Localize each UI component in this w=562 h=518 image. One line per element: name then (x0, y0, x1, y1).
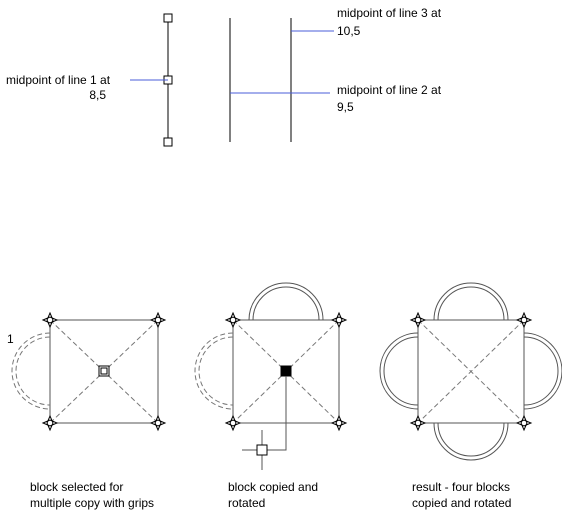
arc-left-inner-2 (198, 336, 234, 406)
arc-bottom-outer-3 (433, 422, 509, 461)
panel-middle: block copied and rotated (194, 282, 348, 510)
label-line3-b: 10,5 (337, 24, 361, 38)
corner-grip-bl-3[interactable] (409, 414, 427, 432)
caption-left-a: block selected for (30, 480, 123, 494)
corner-grip-tr-3[interactable] (515, 311, 533, 329)
arc-top-inner-2 (252, 286, 320, 321)
arc-left-inner (15, 336, 51, 406)
marker-1: 1 (7, 332, 14, 346)
caption-right-b: copied and rotated (412, 496, 511, 510)
block-square-3 (417, 319, 525, 424)
line-1-group: midpoint of line 1 at 8,5 (6, 13, 173, 147)
arc-top-outer-2 (248, 282, 324, 321)
corner-grip-bl-2[interactable] (224, 414, 242, 432)
corner-grip-tl-2[interactable] (224, 311, 242, 329)
arc-top-inner-3 (437, 286, 505, 321)
arc-right-outer-3 (523, 332, 562, 410)
corner-grip-br[interactable] (149, 414, 167, 432)
arc-top-outer-3 (433, 282, 509, 321)
corner-grip-br-2[interactable] (330, 414, 348, 432)
caption-middle-b: rotated (228, 496, 265, 510)
corner-grip-bl[interactable] (41, 414, 59, 432)
corner-grip-tr[interactable] (149, 311, 167, 329)
caption-right-a: result - four blocks (412, 480, 510, 494)
panel-right: result - four blocks copied and rotated (379, 282, 562, 510)
corner-grip-tr-2[interactable] (330, 311, 348, 329)
corner-grip-tl[interactable] (41, 311, 59, 329)
grip-bottom[interactable] (163, 137, 173, 147)
arc-left-outer (11, 332, 51, 410)
rubber-band-line (262, 376, 287, 451)
caption-middle-a: block copied and (228, 480, 318, 494)
block-square (49, 319, 159, 424)
caption-left-b: multiple copy with grips (30, 496, 154, 510)
label-line3-a: midpoint of line 3 at (337, 6, 442, 20)
arc-left-outer-2 (194, 332, 234, 410)
arc-right-inner-3 (523, 336, 559, 406)
label-line2-a: midpoint of line 2 at (337, 83, 442, 97)
center-grip-selected[interactable] (280, 365, 292, 377)
diagonal-f (417, 319, 525, 424)
label-line1-b: 8,5 (89, 88, 106, 102)
center-grip-inner (100, 367, 108, 375)
label-line1-a: midpoint of line 1 at (6, 73, 111, 87)
arc-left-inner-3 (383, 336, 419, 406)
label-line2-b: 9,5 (337, 100, 354, 114)
arc-bottom-inner-3 (437, 422, 505, 457)
panel-left: 1 block selected for multiple copy with … (7, 311, 167, 510)
arc-left-outer-3 (379, 332, 419, 410)
grip-top[interactable] (163, 13, 173, 23)
corner-grip-tl-3[interactable] (409, 311, 427, 329)
lines-2-3-group: midpoint of line 3 at 10,5 midpoint of l… (229, 6, 442, 142)
corner-grip-br-3[interactable] (515, 414, 533, 432)
crosshair-cursor (242, 430, 282, 470)
